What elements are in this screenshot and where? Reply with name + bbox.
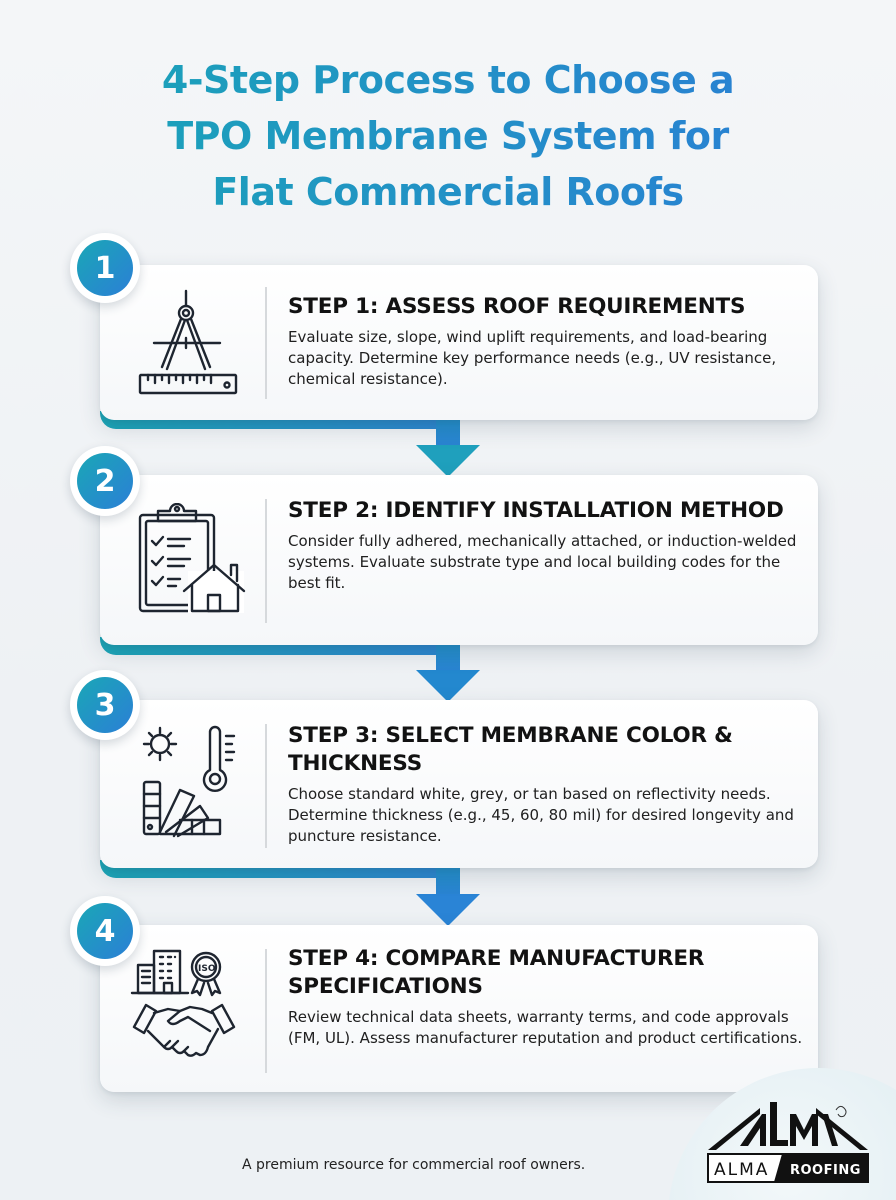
- step-description: Consider fully adhered, mechanically att…: [288, 532, 797, 592]
- step-title: STEP 2: IDENTIFY INSTALLATION METHOD: [288, 498, 784, 523]
- logo-alma-text: ALMA: [714, 1160, 769, 1180]
- divider: [265, 287, 267, 399]
- step-number-badge: 4: [70, 896, 140, 966]
- divider: [265, 724, 267, 848]
- step-3-section: STEP 3: SELECT MEMBRANE COLOR & THICKNES…: [100, 700, 818, 926]
- step-description: Choose standard white, grey, or tan base…: [288, 785, 794, 845]
- sun-thermometer-swatch-icon: [128, 724, 250, 846]
- arrow-down-icon: [416, 445, 480, 477]
- step-description: Evaluate size, slope, wind uplift requir…: [288, 328, 777, 388]
- alma-roofing-logo[interactable]: ALMA ROOFING: [704, 1098, 872, 1186]
- clipboard-checklist-house-icon: [128, 502, 250, 625]
- connector-stem: [436, 641, 460, 671]
- step-number: 3: [77, 677, 133, 733]
- step-text: STEP 3: SELECT MEMBRANE COLOR & THICKNES…: [288, 722, 808, 847]
- step-number-badge: 3: [70, 670, 140, 740]
- page-title: 4-Step Process to Choose a TPO Membrane …: [0, 52, 896, 220]
- step-text: STEP 1: ASSESS ROOF REQUIREMENTS Evaluat…: [288, 293, 808, 390]
- step-2-section: STEP 2: IDENTIFY INSTALLATION METHOD Con…: [100, 475, 818, 702]
- step-number-badge: 1: [70, 233, 140, 303]
- step-card: ISO STEP 4: COMPARE MANUFACTURER SPECIFI…: [100, 925, 818, 1092]
- step-text: STEP 2: IDENTIFY INSTALLATION METHOD Con…: [288, 497, 808, 594]
- footer-tagline: A premium resource for commercial roof o…: [242, 1157, 586, 1173]
- svg-text:ISO: ISO: [198, 964, 216, 974]
- step-card: STEP 1: ASSESS ROOF REQUIREMENTS Evaluat…: [100, 265, 818, 420]
- building-iso-handshake-icon: ISO: [128, 947, 250, 1069]
- connector-stem: [436, 415, 460, 445]
- step-text: STEP 4: COMPARE MANUFACTURER SPECIFICATI…: [288, 945, 808, 1049]
- step-number: 2: [77, 453, 133, 509]
- step-number-badge: 2: [70, 446, 140, 516]
- step-4-section: ISO STEP 4: COMPARE MANUFACTURER SPECIFI…: [100, 925, 818, 1095]
- step-card: STEP 2: IDENTIFY INSTALLATION METHOD Con…: [100, 475, 818, 645]
- arrow-down-icon: [416, 670, 480, 702]
- divider: [265, 499, 267, 623]
- step-title: STEP 3: SELECT MEMBRANE COLOR & THICKNES…: [288, 723, 733, 776]
- step-title: STEP 1: ASSESS ROOF REQUIREMENTS: [288, 294, 746, 319]
- title-line-3: Flat Commercial Roofs: [212, 170, 684, 214]
- compass-ruler-icon: [128, 287, 250, 409]
- step-title: STEP 4: COMPARE MANUFACTURER SPECIFICATI…: [288, 946, 705, 999]
- step-description: Review technical data sheets, warranty t…: [288, 1008, 803, 1047]
- arrow-down-icon: [416, 894, 480, 926]
- divider: [265, 949, 267, 1073]
- title-line-2: TPO Membrane System for: [167, 114, 729, 158]
- step-1-section: STEP 1: ASSESS ROOF REQUIREMENTS Evaluat…: [100, 265, 818, 477]
- logo-roofing-text: ROOFING: [790, 1163, 861, 1178]
- title-line-1: 4-Step Process to Choose a: [161, 58, 735, 102]
- step-card: STEP 3: SELECT MEMBRANE COLOR & THICKNES…: [100, 700, 818, 868]
- step-number: 1: [77, 240, 133, 296]
- connector-stem: [436, 864, 460, 894]
- step-number: 4: [77, 903, 133, 959]
